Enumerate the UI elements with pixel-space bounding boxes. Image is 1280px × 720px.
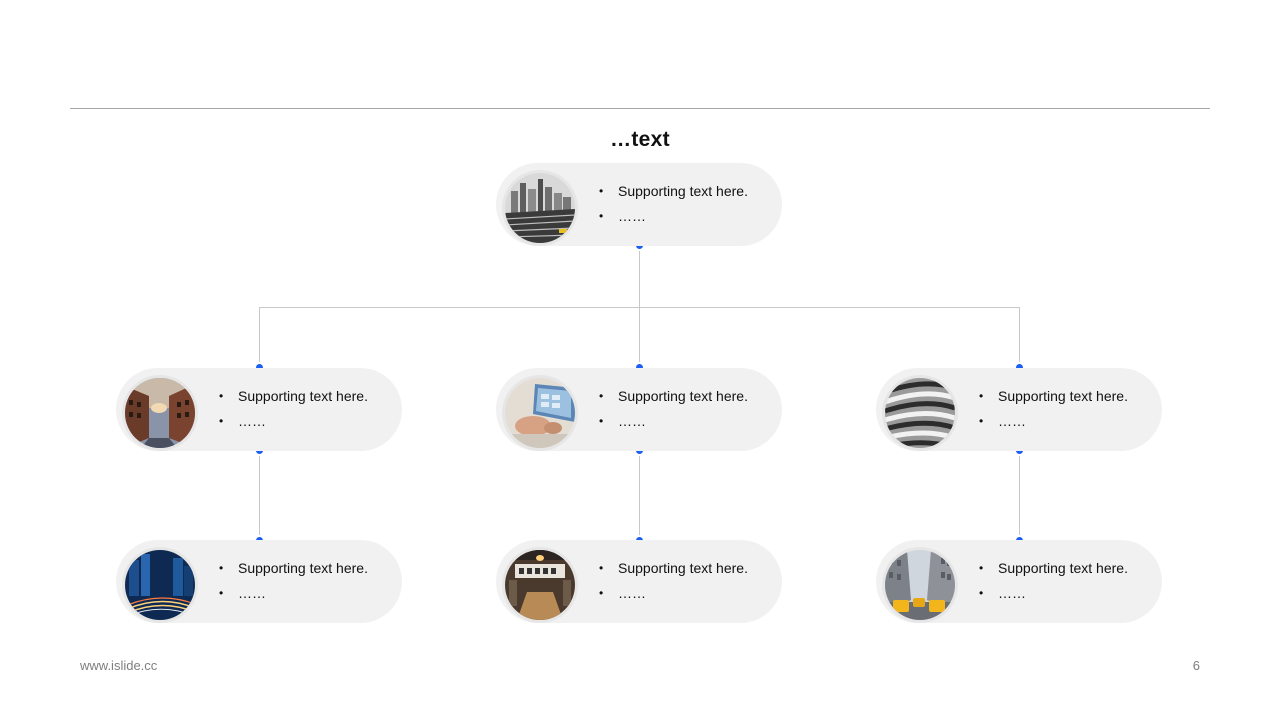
level2-center-node: Supporting text here. …… — [496, 540, 782, 623]
level1-center-node: Supporting text here. …… — [496, 368, 782, 451]
page-number: 6 — [1192, 658, 1200, 673]
night-city-lights-photo — [125, 550, 195, 620]
bullet-text: Supporting text here. — [219, 559, 368, 584]
taxi-street-photo — [885, 550, 955, 620]
bullet-text: Supporting text here. — [599, 559, 748, 584]
top-divider — [70, 108, 1210, 109]
bullet-text: …… — [599, 584, 748, 609]
level1-right-node: Supporting text here. …… — [876, 368, 1162, 451]
bullet-text: …… — [599, 412, 748, 437]
bullet-text: …… — [219, 584, 368, 609]
diagram-title: …text — [610, 128, 670, 151]
tablet-hands-photo — [505, 378, 575, 448]
canal-buildings-photo — [125, 378, 195, 448]
bullet-text: …… — [599, 207, 748, 232]
bullet-text: …… — [979, 584, 1128, 609]
bullet-text: Supporting text here. — [219, 387, 368, 412]
root-node: Supporting text here. …… — [496, 163, 782, 246]
level1-left-node: Supporting text here. …… — [116, 368, 402, 451]
level2-left-node: Supporting text here. …… — [116, 540, 402, 623]
level2-right-node: Supporting text here. …… — [876, 540, 1162, 623]
skyline-bridge-photo — [505, 173, 575, 243]
bullet-text: Supporting text here. — [599, 182, 748, 207]
bullet-text: Supporting text here. — [599, 387, 748, 412]
bullet-text: …… — [219, 412, 368, 437]
bullet-text: Supporting text here. — [979, 559, 1128, 584]
curved-building-photo — [885, 378, 955, 448]
office-interior-photo — [505, 550, 575, 620]
bullet-text: …… — [979, 412, 1128, 437]
footer-website: www.islide.cc — [80, 658, 158, 673]
bullet-text: Supporting text here. — [979, 387, 1128, 412]
